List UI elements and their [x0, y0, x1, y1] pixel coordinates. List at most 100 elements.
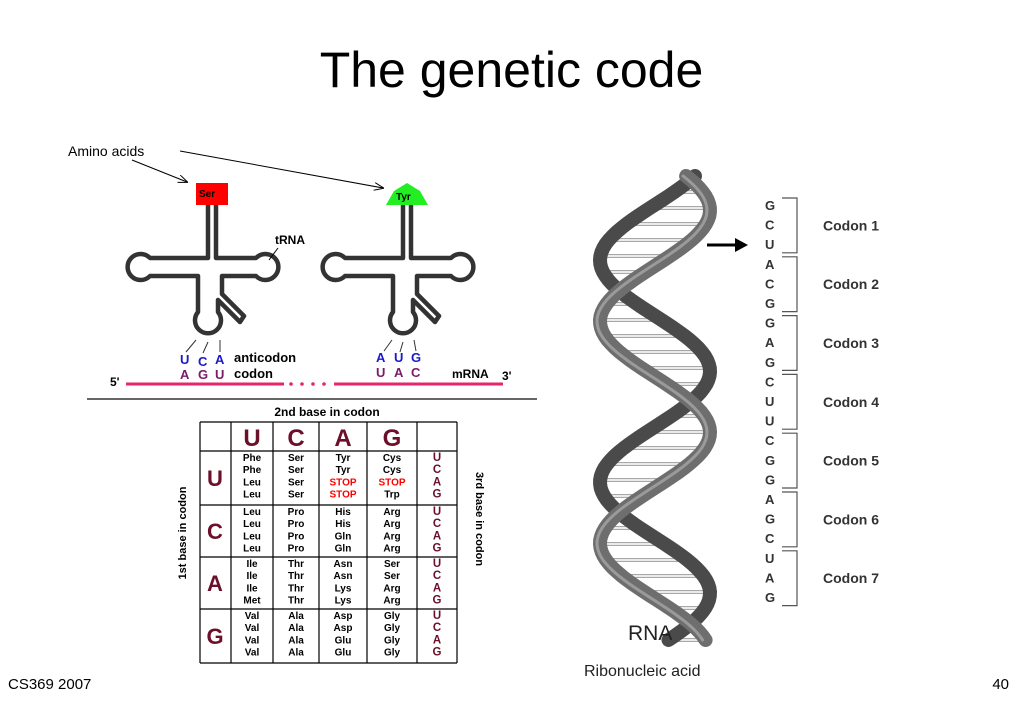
left-codon-2: G	[198, 367, 208, 382]
left-codon-1: A	[180, 367, 190, 382]
helix-strand-front	[592, 169, 718, 647]
rna-base: A	[765, 257, 775, 272]
amino-acid-cell: Pro	[288, 544, 305, 555]
amino-acid-cell: Gly	[384, 623, 401, 634]
stop-codon: STOP	[378, 477, 405, 488]
codon-bracket	[782, 373, 798, 430]
anticodon-stem-r1	[383, 339, 393, 352]
stop-codon: STOP	[329, 490, 356, 501]
amino-acid-cell: Leu	[243, 544, 261, 555]
third-base-u: U	[433, 610, 441, 622]
trna-label: tRNA	[275, 233, 305, 247]
amino-acid-cell: Asn	[334, 571, 353, 582]
anticodon-stem-r3	[413, 339, 417, 352]
amino-acid-cell: Val	[245, 648, 260, 659]
trna-diagram: Amino acids Ser tRNA U C A A G U anticod…	[68, 143, 537, 400]
amino-acid-cell: Pro	[288, 531, 305, 542]
amino-acid-cell: Ala	[288, 648, 304, 659]
amino-acid-cell: His	[335, 519, 351, 530]
rna-base: C	[765, 276, 775, 291]
codon-bracket	[782, 550, 798, 607]
amino-acid-cell: Thr	[288, 559, 304, 570]
left-anticodon-1: U	[180, 352, 189, 367]
rna-base: G	[765, 355, 775, 370]
third-base-u: U	[433, 452, 441, 464]
amino-acid-cell: Asp	[334, 623, 353, 634]
amino-acid-cell: Ala	[288, 611, 304, 622]
amino-acid-cell: Arg	[383, 596, 400, 607]
codon-label-5: Codon 5	[823, 453, 879, 469]
third-base-a: A	[433, 476, 441, 488]
amino-acid-cell: Glu	[335, 648, 352, 659]
right-codon-1: U	[376, 365, 385, 380]
third-base-c: C	[433, 622, 441, 634]
amino-acid-cell: Met	[243, 596, 261, 607]
rna-base: C	[765, 433, 775, 448]
amino-acid-cell: Gln	[335, 531, 352, 542]
third-base-g: G	[433, 647, 442, 659]
amino-acid-cell: Ser	[288, 490, 304, 501]
rna-label: RNA	[628, 622, 672, 645]
rna-base: G	[765, 198, 775, 213]
right-anticodon-1: A	[376, 350, 386, 365]
right-codon-3: C	[411, 365, 421, 380]
amino-acid-cell: Thr	[288, 571, 304, 582]
codon-table: 2nd base in codon 1st base in codon 3rd …	[177, 405, 485, 664]
rna-base: U	[765, 551, 774, 566]
footer-course: CS369 2007	[8, 676, 92, 693]
rna-base: G	[765, 472, 775, 487]
amino-acid-cell: Lys	[335, 583, 352, 594]
anticodon-stem-r2	[399, 341, 404, 353]
helix-strand-highlight	[595, 174, 709, 642]
amino-acid-cell: Pro	[288, 519, 305, 530]
third-base-u: U	[433, 558, 441, 570]
amino-acid-cell: Arg	[383, 519, 400, 530]
tyr-label: Tyr	[396, 192, 411, 203]
rna-base: U	[765, 414, 774, 429]
rna-base: U	[765, 237, 774, 252]
third-base-g: G	[433, 543, 442, 555]
second-base-u: U	[243, 425, 260, 452]
amino-acid-cell: Cys	[383, 465, 402, 476]
rna-sublabel: Ribonucleic acid	[584, 663, 701, 680]
amino-acid-cell: Ser	[288, 477, 304, 488]
anticodon-stem-2	[202, 341, 209, 354]
rna-base: A	[765, 570, 775, 585]
amino-acid-cell: Leu	[243, 519, 261, 530]
mrna-dot-1	[289, 382, 293, 386]
third-base-c: C	[433, 518, 441, 530]
first-base-u: U	[207, 466, 223, 491]
anticodon-label: anticodon	[234, 350, 296, 365]
anticodon-stem-1	[185, 339, 197, 353]
rna-base: C	[765, 374, 775, 389]
left-anticodon-3: A	[215, 352, 225, 367]
amino-acid-cell: Ile	[246, 559, 258, 570]
amino-acid-cell: Lys	[335, 596, 352, 607]
ser-amino-acid	[196, 183, 228, 205]
second-base-c: C	[287, 425, 304, 452]
amino-acid-cell: Ile	[246, 583, 258, 594]
third-base-c: C	[433, 570, 441, 582]
codon-label-1: Codon 1	[823, 217, 879, 233]
rna-base: G	[765, 296, 775, 311]
amino-acid-cell: Gln	[335, 544, 352, 555]
amino-acid-cell: Leu	[243, 507, 261, 518]
mrna-dot-4	[322, 382, 326, 386]
five-prime-label: 5'	[110, 375, 120, 389]
rna-base: U	[765, 394, 774, 409]
amino-acid-cell: Ala	[288, 635, 304, 646]
stop-codon: STOP	[329, 477, 356, 488]
amino-acids-label: Amino acids	[68, 143, 144, 159]
codon-bracket	[782, 315, 798, 371]
left-codon-3: U	[215, 367, 224, 382]
codon-label: codon	[234, 366, 273, 381]
amino-acid-cell: Ser	[288, 453, 304, 464]
right-codon-2: A	[394, 365, 404, 380]
rna-base: G	[765, 590, 775, 605]
third-base-a: A	[433, 634, 441, 646]
first-base-c: C	[207, 519, 223, 544]
amino-acid-cell: Gly	[384, 635, 401, 646]
rna-base: C	[765, 218, 775, 233]
mrna-label: mRNA	[452, 367, 489, 381]
